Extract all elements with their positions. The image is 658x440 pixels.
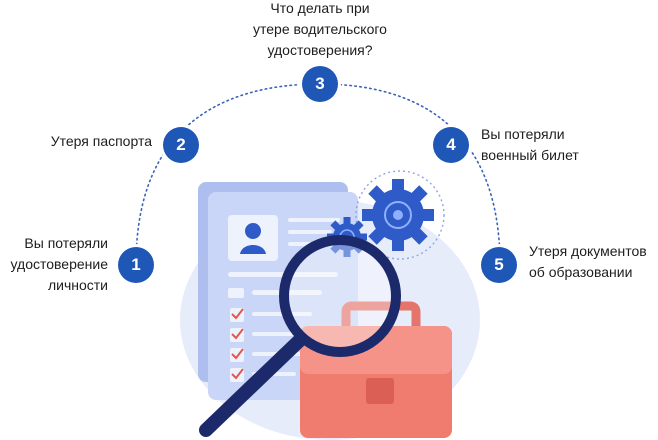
step-badge-4: 4 <box>433 127 469 163</box>
step-label-line: военный билет <box>481 147 579 163</box>
avatar-icon <box>228 215 278 261</box>
step-label-3: Что делать при утере водительского удост… <box>220 0 420 61</box>
step-label-line: Утеря паспорта <box>50 133 152 149</box>
step-label-2: Утеря паспорта <box>51 131 152 152</box>
step-badge-2: 2 <box>163 127 199 163</box>
step-label-4: Вы потеряли военный билет <box>481 124 579 166</box>
step-badge-5: 5 <box>481 247 517 283</box>
step-label-1: Вы потеряли удостоверение личности <box>10 233 108 296</box>
step-label-line: Утеря документов <box>529 243 647 259</box>
step-label-line: удостоверение <box>10 256 108 272</box>
step-label-line: утере водительского <box>253 21 387 37</box>
gear-icon <box>327 170 445 260</box>
step-label-line: удостоверения? <box>267 42 373 58</box>
step-label-line: личности <box>47 277 108 293</box>
step-badge-3: 3 <box>302 66 338 102</box>
step-label-line: об образовании <box>529 264 633 280</box>
checkmark-icon <box>230 308 244 382</box>
step-badge-1: 1 <box>118 247 154 283</box>
magnifier-icon <box>199 235 401 437</box>
step-label-line: Вы потеряли <box>481 126 565 142</box>
step-label-line: Что делать при <box>270 0 370 16</box>
step-label-5: Утеря документов об образовании <box>529 241 647 283</box>
step-label-line: Вы потеряли <box>24 235 108 251</box>
